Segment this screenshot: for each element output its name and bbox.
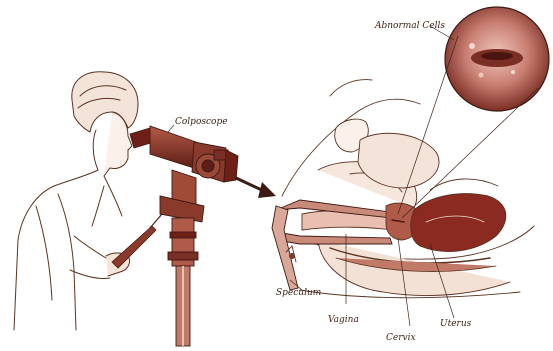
label-abnormal-cells: Abnormal Cells [375, 22, 445, 31]
label-colposcope: Colposcope [175, 118, 228, 127]
anatomy-cross-section [272, 80, 534, 298]
doctor-hair [72, 72, 138, 132]
magnified-cells-view [445, 7, 549, 111]
uterus-shape [411, 194, 506, 252]
direction-arrow [236, 178, 276, 198]
speculum-handle [272, 206, 298, 290]
doctor-figure [14, 72, 138, 330]
speculum-blade-lower [276, 232, 392, 244]
label-vagina: Vagina [328, 316, 359, 325]
label-speculum: Speculum [276, 289, 321, 298]
label-uterus: Uterus [440, 320, 471, 329]
doctor-body [14, 170, 98, 330]
label-cervix: Cervix [386, 334, 416, 343]
handheld-tool [112, 226, 156, 268]
